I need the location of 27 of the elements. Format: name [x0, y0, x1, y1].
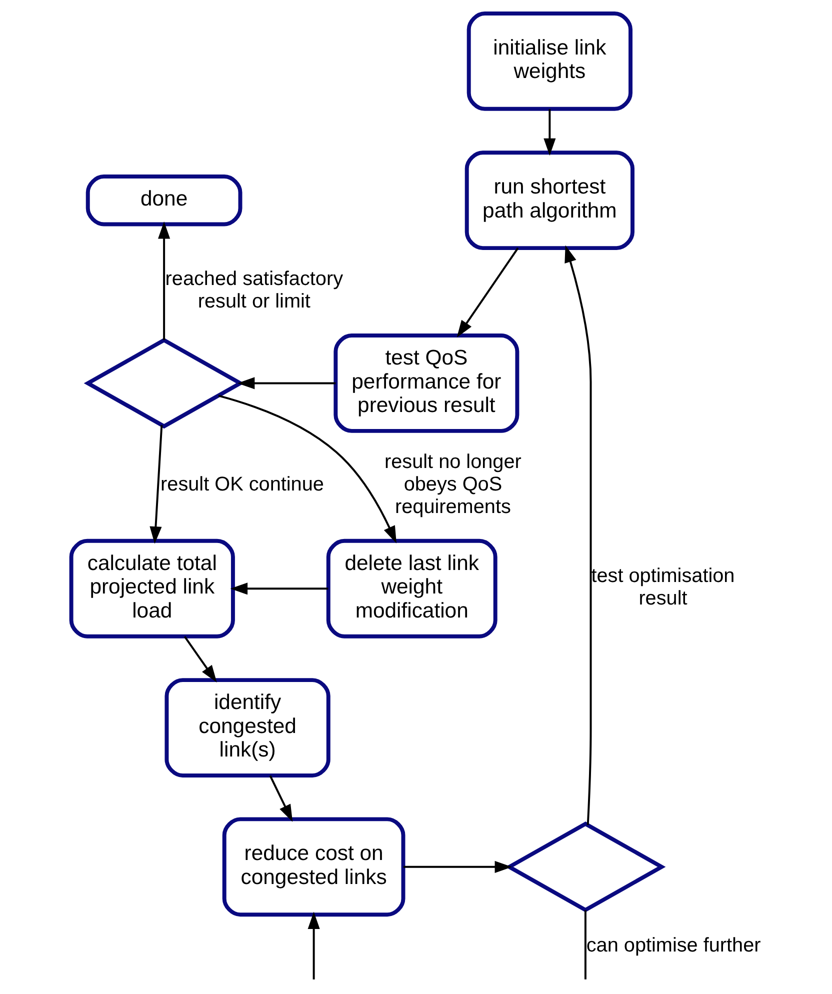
node-box: run shortest path algorithm	[464, 150, 634, 250]
arrow	[236, 377, 336, 390]
edge-label: result OK continue	[160, 474, 324, 496]
node-box: identify congested link(s)	[164, 678, 330, 778]
arrow	[218, 394, 396, 544]
node-box: reduce cost on congested links	[222, 817, 405, 917]
arrow	[543, 109, 556, 156]
connector	[584, 910, 586, 980]
edge-label: reached satisfactory result or limit	[164, 268, 343, 313]
arrow	[268, 775, 292, 822]
arrow	[158, 221, 170, 340]
arrow	[402, 860, 512, 873]
arrow	[564, 245, 592, 826]
edge-label: can optimise further	[586, 934, 760, 957]
edge-label: result no longer obeys QoS requirements	[384, 451, 521, 518]
node-box: delete last link weight modification	[326, 538, 497, 638]
node-diamond	[83, 338, 244, 429]
arrow	[149, 425, 162, 544]
node-box: initialise link weights	[466, 12, 632, 111]
node-box: test QoS performance for previous result	[333, 334, 519, 433]
node-box: calculate total projected link load	[68, 538, 234, 638]
arrow	[456, 248, 518, 338]
arrow	[183, 636, 216, 683]
node-box: done	[85, 174, 242, 226]
arrow	[230, 582, 328, 595]
arrow	[307, 912, 320, 980]
edge-label: test optimisation result	[590, 564, 734, 610]
